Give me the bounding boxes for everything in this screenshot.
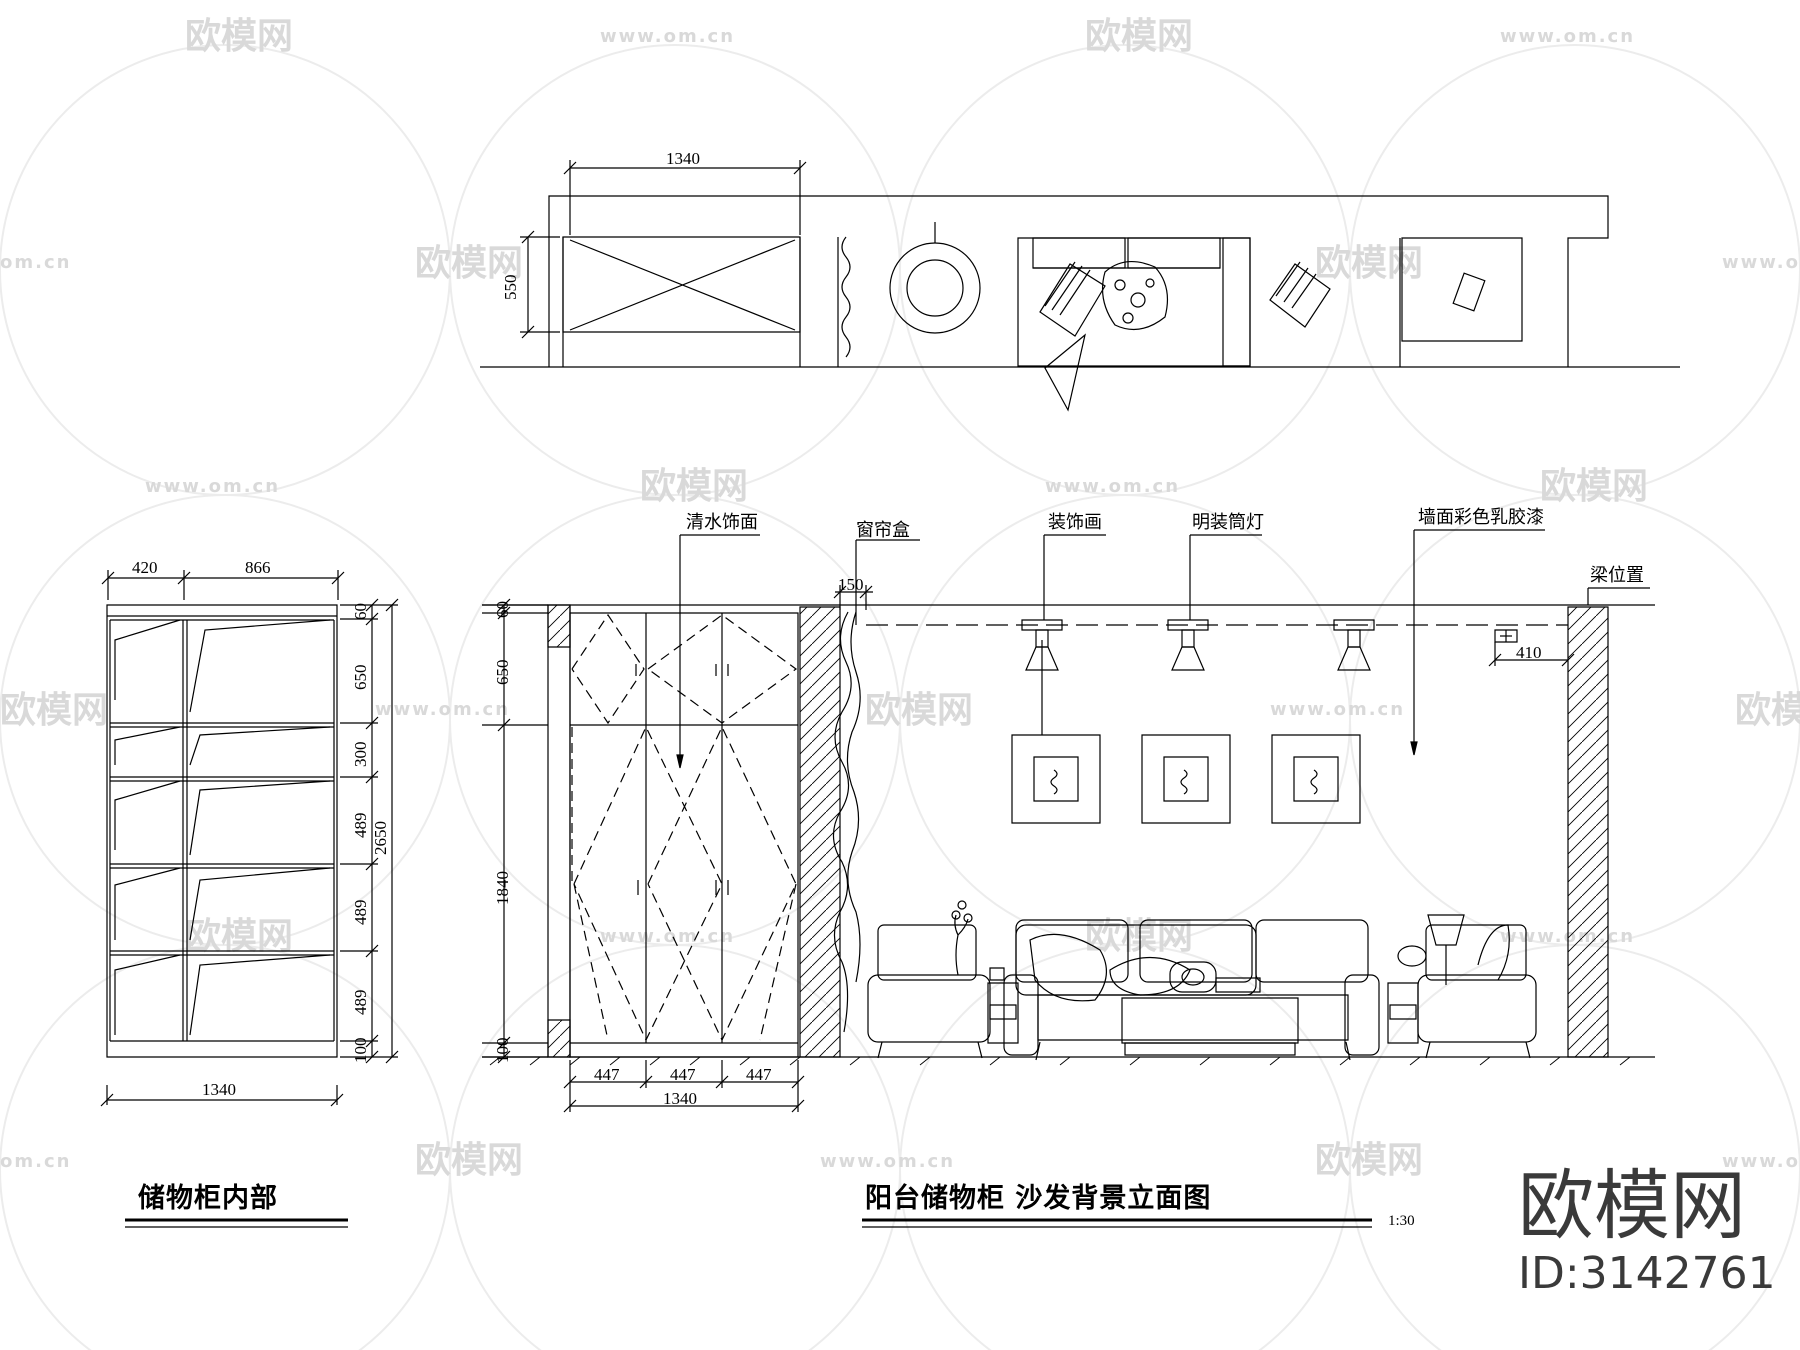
logo-brand: 欧模网 <box>1518 1161 1746 1250</box>
watermark-brand: 欧模网 <box>185 916 293 957</box>
cabinet-interior-title: 储物柜内部 <box>138 1182 278 1214</box>
watermark-url: www.om.cn <box>1500 26 1635 47</box>
watermark-brand: 欧模网 <box>1540 466 1648 507</box>
watermark-url: www.om.cn <box>600 926 735 947</box>
plan-width-label: 1340 <box>666 149 700 168</box>
elevation-drawing <box>482 530 1655 1227</box>
watermark-brand: 欧模网 <box>640 466 748 507</box>
cabinet-dim-section: 100 <box>351 1038 370 1064</box>
watermark-url: www.om.cn <box>375 699 510 720</box>
dim-curtain: 150 <box>838 575 864 594</box>
armchair-right <box>1418 925 1536 1058</box>
label-downlight: 明装筒灯 <box>1192 512 1264 532</box>
watermark-url: om.cn <box>0 252 71 273</box>
watermark-url: www.om.cn <box>600 26 735 47</box>
elev-dim-section: 1840 <box>493 871 512 905</box>
sofa <box>1004 920 1379 1060</box>
watermark-brand: 欧模网 <box>865 690 973 731</box>
watermark-brand: 欧模网 <box>1315 243 1423 284</box>
cabinet-dim-top-right: 866 <box>245 558 271 577</box>
watermark-brand: 欧模网 <box>185 16 293 57</box>
watermark-brand: 欧模网 <box>415 1140 523 1181</box>
cabinet-dim-total: 2650 <box>371 821 390 855</box>
cabinet-dim-section: 489 <box>351 900 370 926</box>
elev-dim-section: 650 <box>493 660 512 686</box>
label-curtain-box: 窗帘盒 <box>856 520 910 540</box>
watermark-brand: 欧模网 <box>1085 16 1193 57</box>
watermark-url: www.om.cn <box>820 1151 955 1172</box>
label-qingshui: 清水饰面 <box>686 512 758 532</box>
watermark-brand: 欧模网 <box>415 243 523 284</box>
elev-dim-section: 100 <box>493 1038 512 1064</box>
elev-dim-bottom-part: 447 <box>670 1065 696 1084</box>
cabinet-dim-top-left: 420 <box>132 558 158 577</box>
watermark-url: www.om.cn <box>1722 1151 1800 1172</box>
plan-depth-label: 550 <box>501 275 520 301</box>
watermark-brand: 欧模网 <box>1315 1140 1423 1181</box>
cabinet-dim-section: 489 <box>351 813 370 839</box>
armchair-left <box>868 925 990 1058</box>
watermark-url: www.om.cn <box>145 476 280 497</box>
cabinet-dim-section: 650 <box>351 665 370 691</box>
dim-beam: 410 <box>1516 643 1542 662</box>
label-wall-paint: 墙面彩色乳胶漆 <box>1418 507 1544 527</box>
logo-id: ID:3142761 <box>1518 1248 1776 1299</box>
elev-dim-bottom-part: 447 <box>746 1065 772 1084</box>
plan-view: 1340 550 <box>480 149 1680 410</box>
elevation-title: 阳台储物柜 沙发背景立面图 <box>865 1182 1211 1214</box>
watermark-url: www.om.cn <box>1722 252 1800 273</box>
plan-depth-dimension <box>520 231 560 338</box>
watermark-url: om.cn <box>0 1151 71 1172</box>
cabinet-dim-section: 489 <box>351 990 370 1016</box>
plan-width-dimension <box>564 160 806 235</box>
watermark-layer: 欧模网 欧模网 www.om.cn www.om.cn 欧模网 欧模网 om.c… <box>0 16 1800 1350</box>
elevation-scale: 1:30 <box>1388 1213 1415 1229</box>
label-decor-painting: 装饰画 <box>1048 512 1102 532</box>
cabinet-dim-section: 60 <box>351 603 370 620</box>
elev-dim-bottom-part: 447 <box>594 1065 620 1084</box>
watermark-url: www.om.cn <box>1045 476 1180 497</box>
watermark-brand: 欧模网 <box>1085 916 1193 957</box>
watermark-brand: 欧模网 <box>0 690 108 731</box>
elev-dim-section: 60 <box>493 601 512 618</box>
cabinet-dim-bottom: 1340 <box>202 1080 236 1099</box>
cabinet-dim-section: 300 <box>351 742 370 768</box>
label-beam: 梁位置 <box>1590 565 1644 585</box>
cabinet-interior <box>101 570 398 1227</box>
elev-dim-bottom-total: 1340 <box>663 1089 697 1108</box>
watermark-url: www.om.cn <box>1270 699 1405 720</box>
watermark-brand: 欧模网 <box>1735 690 1800 731</box>
